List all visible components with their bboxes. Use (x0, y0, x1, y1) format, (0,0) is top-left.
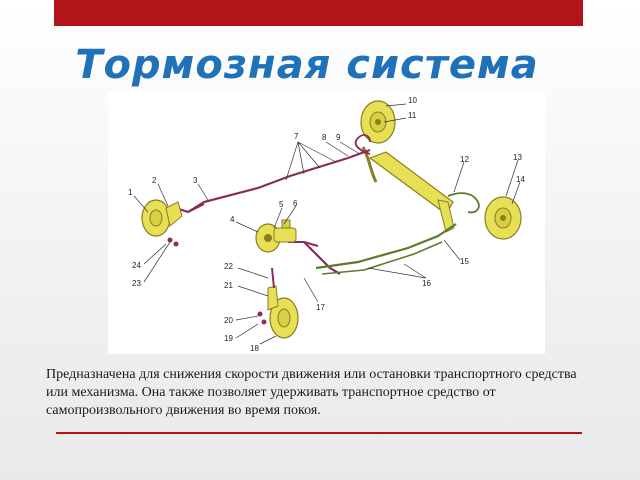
rear-left-hose (354, 134, 371, 155)
callout-1: 1 (128, 188, 133, 197)
callout-15: 15 (460, 257, 469, 266)
rear-right-hose (447, 192, 480, 214)
callout-24: 24 (132, 261, 141, 270)
slide-title: Тормозная система (75, 42, 539, 88)
rear-axle-housing-upper (361, 146, 378, 183)
top-accent-bar (54, 0, 583, 26)
bottom-accent-rule (56, 432, 582, 434)
callout-9: 9 (336, 133, 341, 142)
master-cylinder (255, 219, 297, 253)
rear-left-drum-brake (360, 100, 396, 144)
callout-20: 20 (224, 316, 233, 325)
rear-brake-line-second (321, 241, 443, 275)
rear-axle-beam (368, 151, 454, 215)
callout-6: 6 (293, 199, 298, 208)
callout-12: 12 (460, 155, 469, 164)
rear-axle-housing-lower (437, 199, 455, 233)
front-right-line (303, 241, 341, 275)
callout-13: 13 (513, 153, 522, 162)
brake-system-diagram: 1 2 3 4 5 6 7 8 9 10 11 12 13 14 15 16 1… (108, 92, 545, 354)
callout-21: 21 (224, 281, 233, 290)
front-right-disc-brake (257, 267, 299, 339)
brake-system-illustration: 1 2 3 4 5 6 7 8 9 10 11 12 13 14 15 16 1… (128, 96, 525, 353)
callout-18: 18 (250, 344, 259, 353)
callout-16: 16 (422, 279, 431, 288)
master-line-link (288, 241, 319, 247)
callout-7: 7 (294, 132, 299, 141)
callout-2: 2 (152, 176, 157, 185)
rear-right-drum-brake (484, 196, 522, 240)
slide-description: Предназначена для снижения скорости движ… (46, 367, 577, 418)
rear-brake-line (315, 223, 457, 270)
callout-19: 19 (224, 334, 233, 343)
callout-22: 22 (224, 262, 233, 271)
callout-5: 5 (279, 200, 284, 209)
callout-4: 4 (230, 215, 235, 224)
front-left-disc-brake (141, 199, 183, 247)
leader-lines (133, 103, 521, 345)
callout-3: 3 (193, 176, 198, 185)
callout-8: 8 (322, 133, 327, 142)
callout-10: 10 (408, 96, 417, 105)
callout-14: 14 (516, 175, 525, 184)
callout-23: 23 (132, 279, 141, 288)
main-brake-line (187, 148, 371, 213)
callout-11: 11 (408, 111, 417, 120)
callout-17: 17 (316, 303, 325, 312)
